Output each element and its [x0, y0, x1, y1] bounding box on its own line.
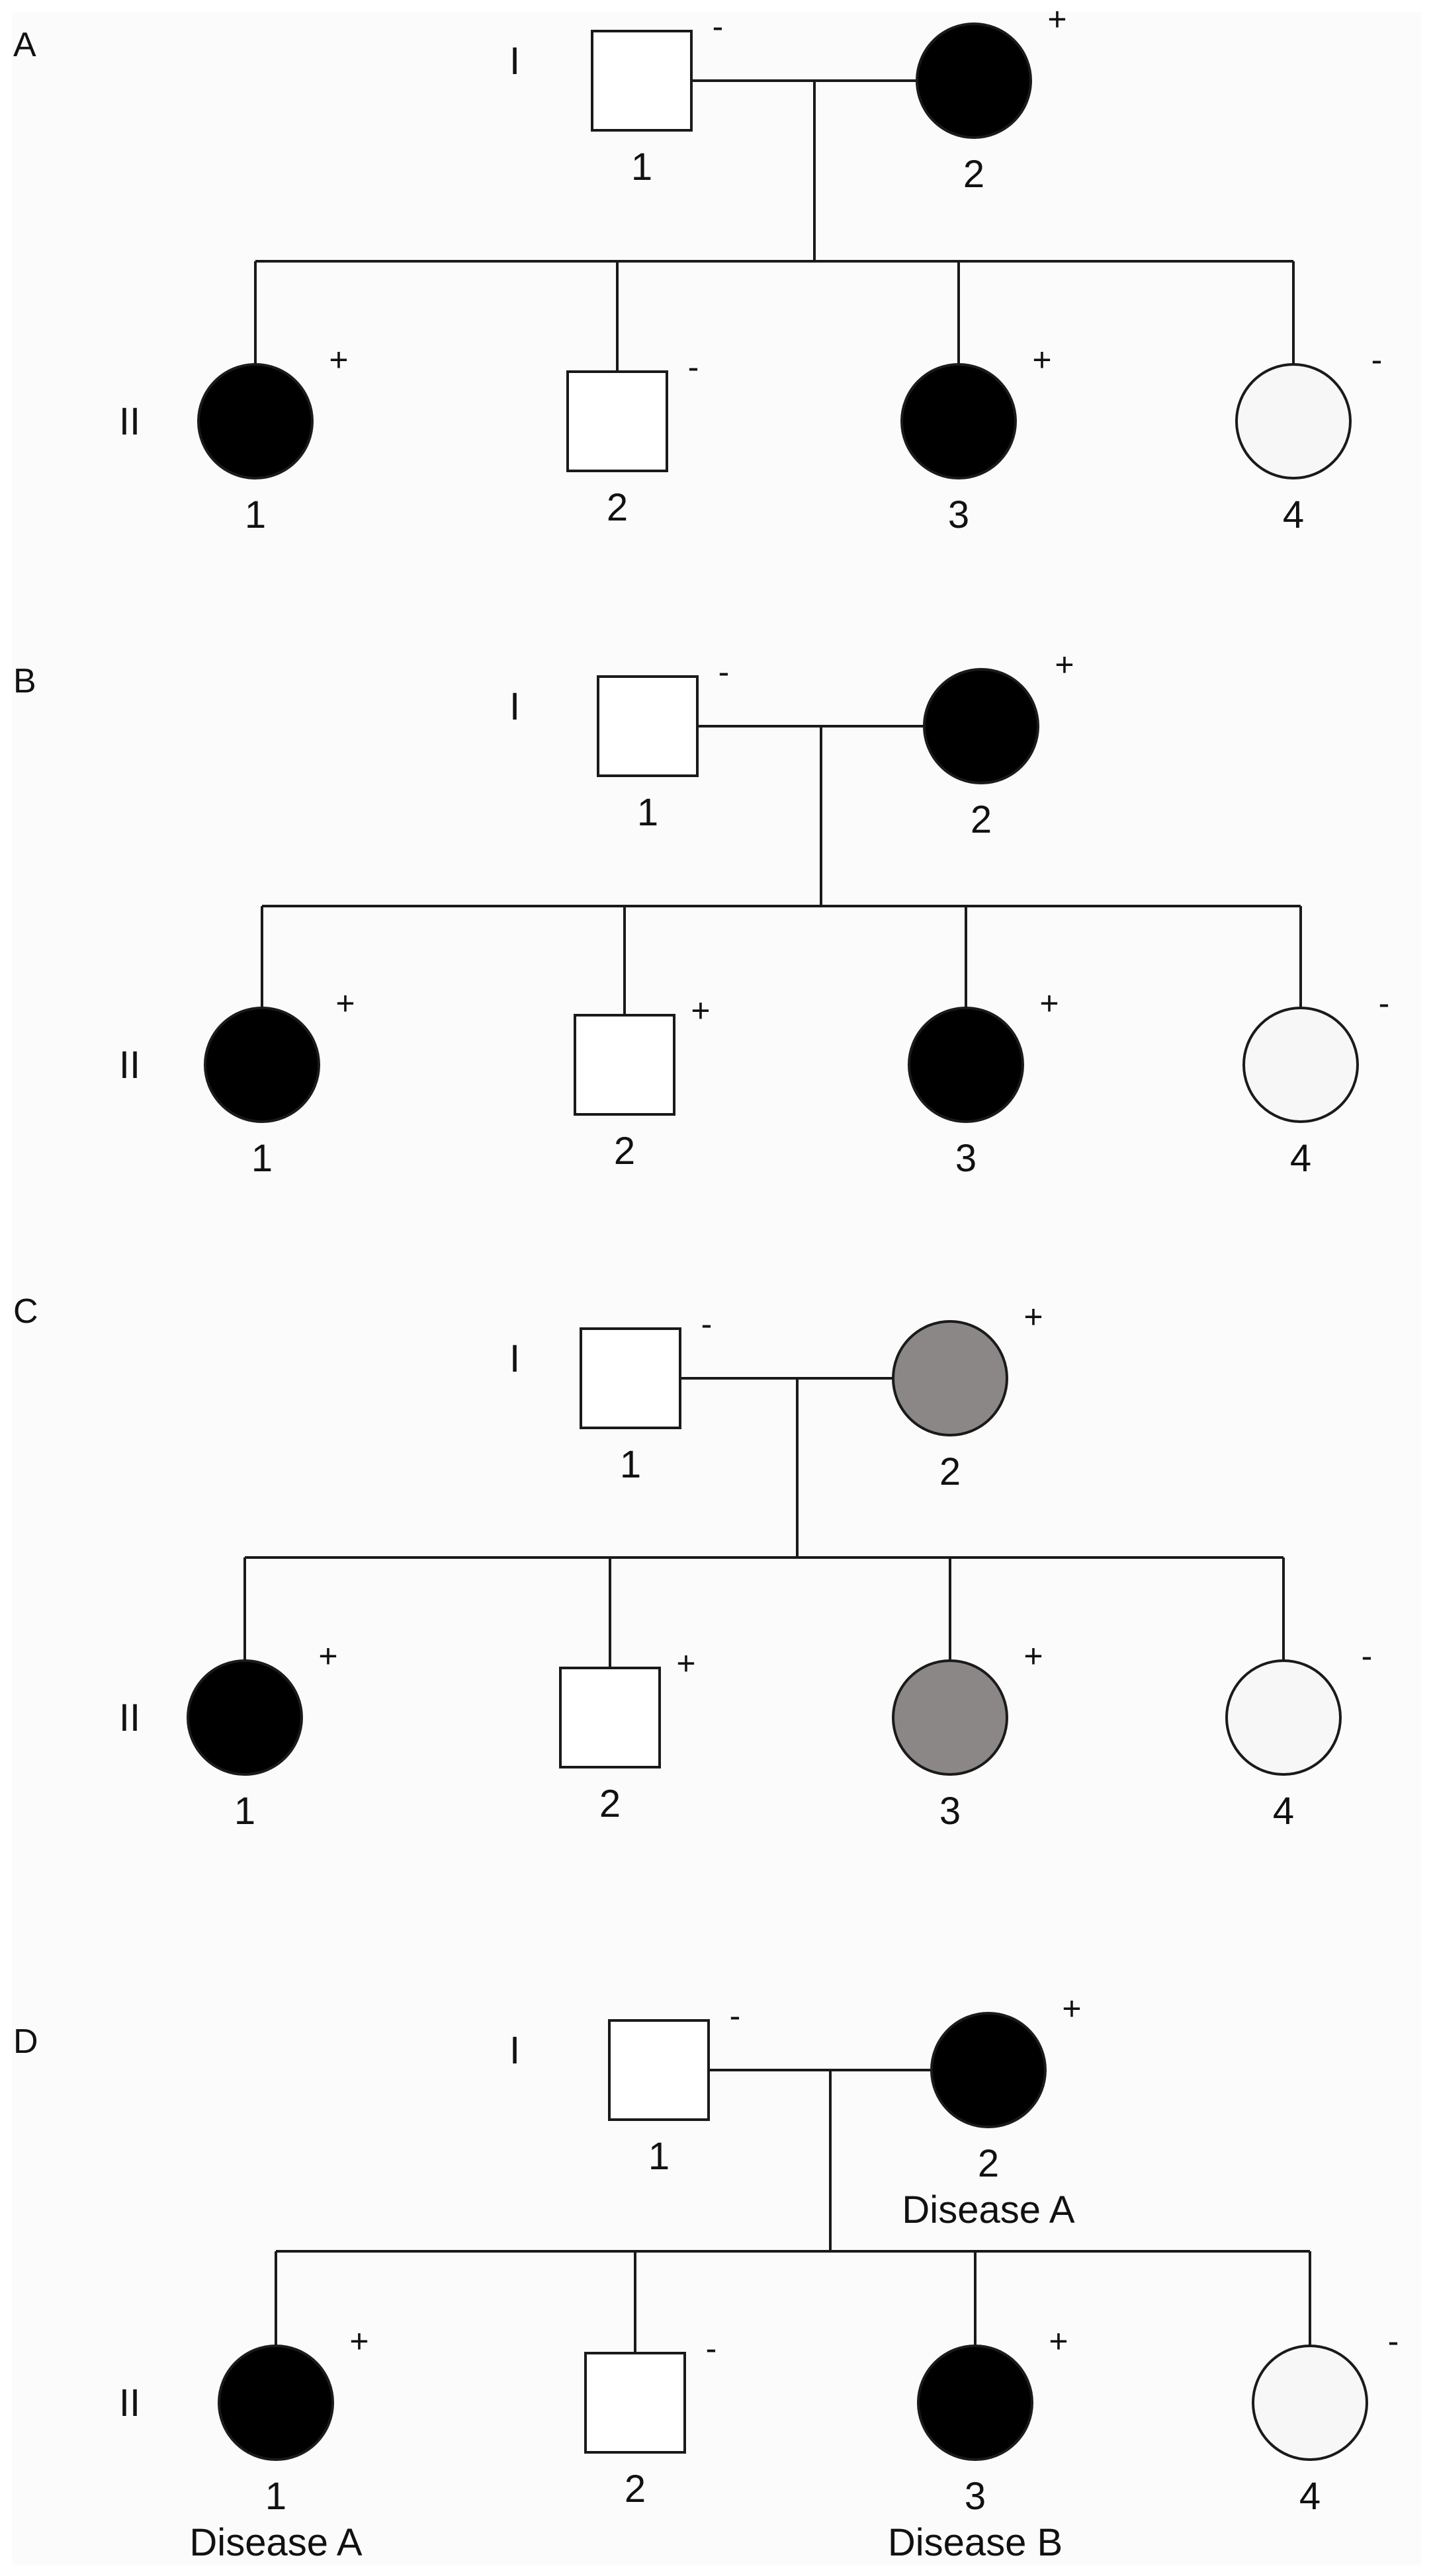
panel-b-gen-II-1-female-circle [204, 1007, 320, 1123]
panel-a-gen-II-4-female-circle [1235, 363, 1352, 479]
panel-d-gen-II-4-number-label: 4 [1299, 2475, 1321, 2518]
panel-d-gen-II-1-disease-note: Disease A [189, 2521, 362, 2564]
panel-b-gen-II-2-male-square [574, 1014, 675, 1116]
panel-c-gen-II-1-marker-sign: + [318, 1638, 337, 1675]
panel-b-gen-II-3-marker-sign: + [1039, 985, 1059, 1022]
panel-c-gen-I-2-female-circle [892, 1320, 1008, 1436]
panel-a-gen-II-3-marker-sign: + [1032, 341, 1051, 378]
panel-d-gen-II-2-male-square [584, 2352, 686, 2454]
panel-b-gen-II-4-female-circle [1242, 1007, 1359, 1123]
panel-b-gen-II-2-marker-sign: + [691, 992, 710, 1029]
panel-d-gen-II-3-number-label: 3 [965, 2475, 986, 2518]
panel-c-gen-II-2-number-label: 2 [599, 1782, 621, 1825]
panel-a-gen-II-2-number-label: 2 [607, 486, 628, 529]
panel-d-gen-II-1-marker-sign: + [349, 2323, 369, 2360]
panel-c-gen-I-1-male-square [580, 1327, 681, 1429]
panel-letter-b: B [13, 662, 36, 700]
panel-a-gen-II-3-female-circle [900, 363, 1017, 479]
panel-c-gen-II-3-number-label: 3 [939, 1790, 961, 1833]
panel-c-gen-II-3-female-circle [892, 1659, 1008, 1776]
panel-b-gen-II-4-marker-sign: - [1379, 985, 1390, 1022]
panel-d-gen-II-3-disease-note: Disease B [888, 2521, 1063, 2564]
panel-c-gen-II-2-male-square [559, 1667, 661, 1768]
panel-a-gen-II-1-marker-sign: + [329, 341, 348, 378]
panel-d-gen-I-2-female-circle [930, 2012, 1047, 2128]
panel-b-gen-I-1-male-square [597, 675, 699, 777]
panel-a-gen-II-2-male-square [566, 370, 668, 472]
generation-label-d-II: II [119, 2382, 140, 2425]
panel-letter-c: C [13, 1292, 38, 1331]
panel-c-gen-II-4-marker-sign: - [1362, 1638, 1373, 1675]
panel-d-gen-I-1-male-square [608, 2019, 710, 2121]
generation-label-a-II: II [119, 400, 140, 443]
panel-letter-a: A [13, 26, 36, 64]
generation-label-b-I: I [509, 685, 520, 728]
panel-d-gen-I-2-marker-sign: + [1062, 1990, 1081, 2027]
panel-d-gen-II-1-number-label: 1 [265, 2475, 286, 2518]
panel-c-gen-I-1-marker-sign: - [701, 1306, 713, 1343]
generation-label-c-I: I [509, 1337, 520, 1380]
panel-b-gen-II-4-number-label: 4 [1290, 1137, 1311, 1180]
generation-label-b-II: II [119, 1044, 140, 1087]
panel-a-gen-I-2-number-label: 2 [963, 153, 984, 196]
panel-a-gen-II-3-number-label: 3 [948, 493, 969, 536]
generation-label-d-I: I [509, 2029, 520, 2072]
panel-b-gen-II-2-number-label: 2 [614, 1130, 635, 1173]
panel-c-gen-II-1-number-label: 1 [234, 1790, 255, 1833]
panel-d-gen-I-1-marker-sign: - [730, 1997, 741, 2034]
panel-c-gen-II-2-marker-sign: + [676, 1645, 695, 1682]
panel-a-gen-I-1-male-square [591, 30, 693, 132]
panel-a-gen-II-4-marker-sign: - [1371, 341, 1383, 378]
panel-a-gen-I-1-marker-sign: - [713, 8, 724, 45]
panel-letter-d: D [13, 2022, 38, 2061]
panel-c-gen-II-4-number-label: 4 [1273, 1790, 1294, 1833]
panel-b-gen-I-2-marker-sign: + [1055, 646, 1074, 683]
panel-b-gen-II-3-female-circle [908, 1007, 1024, 1123]
panel-c-gen-II-3-marker-sign: + [1023, 1638, 1043, 1675]
panel-a-gen-I-2-marker-sign: + [1047, 1, 1066, 38]
panel-a-gen-II-2-marker-sign: - [688, 349, 699, 386]
panel-d-gen-II-2-marker-sign: - [706, 2330, 717, 2367]
panel-b-gen-II-1-marker-sign: + [335, 985, 355, 1022]
panel-a-gen-II-1-number-label: 1 [245, 493, 266, 536]
panel-c-gen-I-2-marker-sign: + [1023, 1298, 1043, 1335]
panel-c-gen-II-1-female-circle [187, 1659, 303, 1776]
panel-d-gen-II-4-female-circle [1252, 2345, 1368, 2461]
generation-label-a-I: I [509, 40, 520, 83]
panel-d-gen-I-2-disease-note: Disease A [902, 2188, 1074, 2231]
panel-d-gen-II-3-female-circle [917, 2345, 1033, 2461]
panel-d-gen-I-1-number-label: 1 [648, 2135, 670, 2178]
panel-c-gen-I-1-number-label: 1 [620, 1443, 641, 1486]
panel-c-gen-II-4-female-circle [1225, 1659, 1342, 1776]
panel-b-gen-I-2-number-label: 2 [971, 798, 992, 841]
panel-b-gen-I-1-marker-sign: - [718, 653, 730, 690]
panel-a-gen-I-1-number-label: 1 [631, 145, 652, 188]
panel-d-gen-I-2-number-label: 2 [978, 2142, 999, 2185]
panel-b-gen-I-1-number-label: 1 [637, 791, 658, 834]
panel-d-gen-II-1-female-circle [218, 2345, 334, 2461]
panel-a-gen-II-4-number-label: 4 [1283, 493, 1304, 536]
panel-d-gen-II-3-marker-sign: + [1049, 2323, 1068, 2360]
panel-b-gen-II-1-number-label: 1 [251, 1137, 273, 1180]
panel-b-gen-I-2-female-circle [923, 668, 1039, 784]
generation-label-c-II: II [119, 1696, 140, 1739]
panel-a-gen-II-1-female-circle [197, 363, 314, 479]
panel-c-gen-I-2-number-label: 2 [939, 1450, 961, 1493]
panel-d-gen-II-2-number-label: 2 [625, 2468, 646, 2511]
panel-b-gen-II-3-number-label: 3 [955, 1137, 977, 1180]
panel-a-gen-I-2-female-circle [916, 22, 1032, 139]
panel-d-gen-II-4-marker-sign: - [1388, 2323, 1399, 2360]
